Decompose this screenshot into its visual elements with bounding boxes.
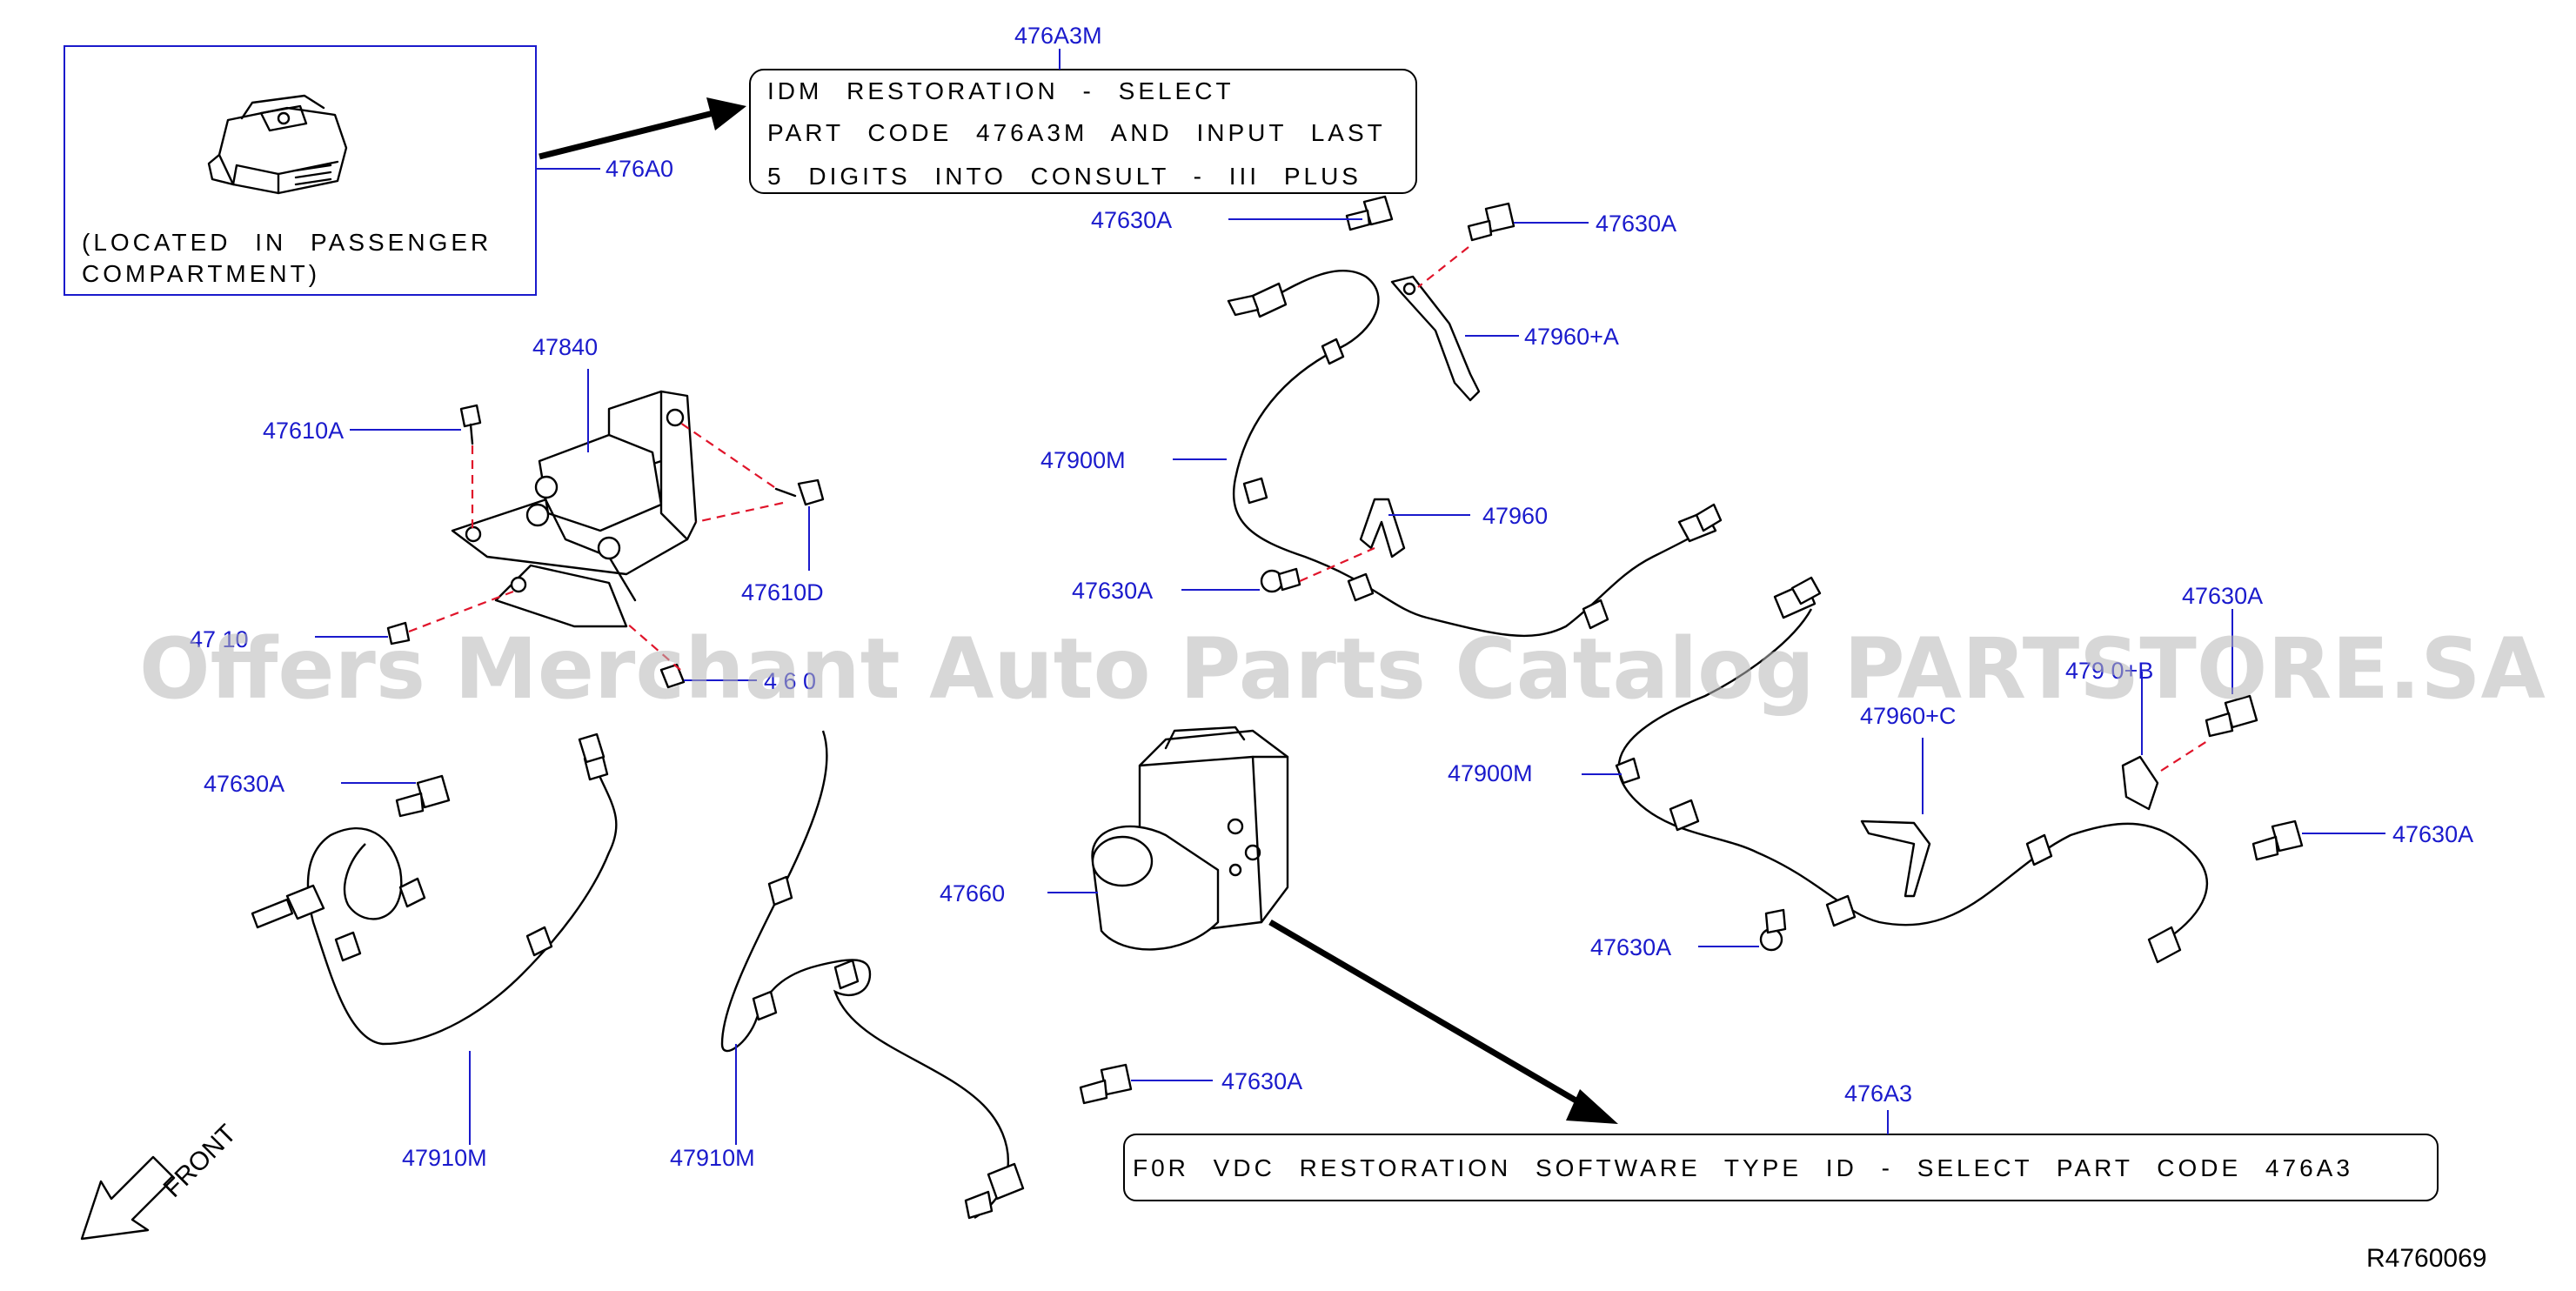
front-indicator: FRONT <box>80 1120 242 1241</box>
bolts-upper: 47630A 47630A 47630A <box>1072 195 1676 604</box>
label-47840: 47840 <box>532 334 598 360</box>
lower-harness-47900M: 47900M <box>1448 576 2209 964</box>
label-47960: 47960 <box>1482 503 1548 529</box>
bracket-bolts: 47610A 47610D 47 10 4 6 0 <box>190 404 825 694</box>
label-47630A-right: 47630A <box>2182 583 2263 609</box>
located-note-line1: (LOCATED IN PASSENGER <box>82 229 492 256</box>
bracket-47960C: 47960+C <box>1860 703 1956 898</box>
label-47960B: 479 0+B <box>2065 658 2153 684</box>
label-476A3M: 476A3M <box>1014 23 1102 49</box>
label-47630A-lower: 47630A <box>1590 934 1671 960</box>
bolt-left: 47630A <box>204 771 451 818</box>
idm-note-line2: PART CODE 476A3M AND INPUT LAST <box>767 119 1386 146</box>
label-476A0: 476A0 <box>606 156 673 182</box>
idm-note-line1: IDM RESTORATION - SELECT <box>767 77 1234 104</box>
idm-module-icon <box>207 94 348 195</box>
label-47630A-top-left: 47630A <box>1091 207 1172 233</box>
bracket-47960A: 47960+A <box>1390 275 1619 402</box>
bolts-right: 47630A 47630A 47630A <box>1590 583 2473 960</box>
label-47630A-left: 47630A <box>204 771 284 797</box>
label-47910M-mid: 47910M <box>670 1145 755 1171</box>
label-47960C: 47960+C <box>1860 703 1956 729</box>
watermark: Offers Merchant Auto Parts Catalog PARTS… <box>139 620 2546 718</box>
bracket-47840: 47840 <box>451 334 698 628</box>
label-47900M-upper: 47900M <box>1040 447 1126 473</box>
idm-module-callout: (LOCATED IN PASSENGER COMPARTMENT) 476A0 <box>64 45 673 296</box>
label-47660: 47660 <box>940 880 1005 906</box>
label-47630A-top-right: 47630A <box>1596 211 1676 237</box>
label-47960A: 47960+A <box>1524 324 1619 350</box>
idm-arrow <box>539 97 746 160</box>
upper-harness-47900M: 47900M <box>1040 269 1723 638</box>
sensor-harness-47910M-left: 47910M <box>251 732 618 1171</box>
vdc-restoration-note: F0R VDC RESTORATION SOFTWARE TYPE ID - S… <box>1123 1080 2439 1201</box>
label-47610A: 47610A <box>263 418 344 444</box>
reference-code: R4760069 <box>2366 1244 2486 1273</box>
front-label: FRONT <box>158 1120 242 1203</box>
label-47630A-far-right: 47630A <box>2392 821 2473 847</box>
label-47900M-lower: 47900M <box>1448 760 1533 786</box>
located-note-line2: COMPARTMENT) <box>82 260 320 287</box>
vdc-note-line: F0R VDC RESTORATION SOFTWARE TYPE ID - S… <box>1133 1154 2353 1181</box>
label-47630A-mid: 47630A <box>1072 578 1153 604</box>
bolt-bottom: 47630A <box>1079 1063 1302 1105</box>
sensor-harness-47910M-mid: 47910M <box>670 730 1025 1220</box>
label-476A3: 476A3 <box>1844 1080 1912 1107</box>
idm-restoration-note: IDM RESTORATION - SELECT PART CODE 476A3… <box>749 23 1417 194</box>
abs-actuator-47660: 47660 <box>940 726 1289 951</box>
idm-module-frame <box>64 45 537 296</box>
vdc-arrow <box>1268 919 1618 1124</box>
label-47610D: 47610D <box>741 579 824 605</box>
bracket-47960B: 479 0+B <box>2065 658 2211 811</box>
label-47610B: 47 10 <box>190 626 249 652</box>
bracket-47960: 47960 <box>1359 498 1548 559</box>
idm-note-line3: 5 DIGITS INTO CONSULT - III PLUS <box>767 163 1362 190</box>
label-47910M-left: 47910M <box>402 1145 487 1171</box>
label-47610C: 4 6 0 <box>764 668 816 694</box>
label-47630A-bottom: 47630A <box>1221 1068 1302 1094</box>
